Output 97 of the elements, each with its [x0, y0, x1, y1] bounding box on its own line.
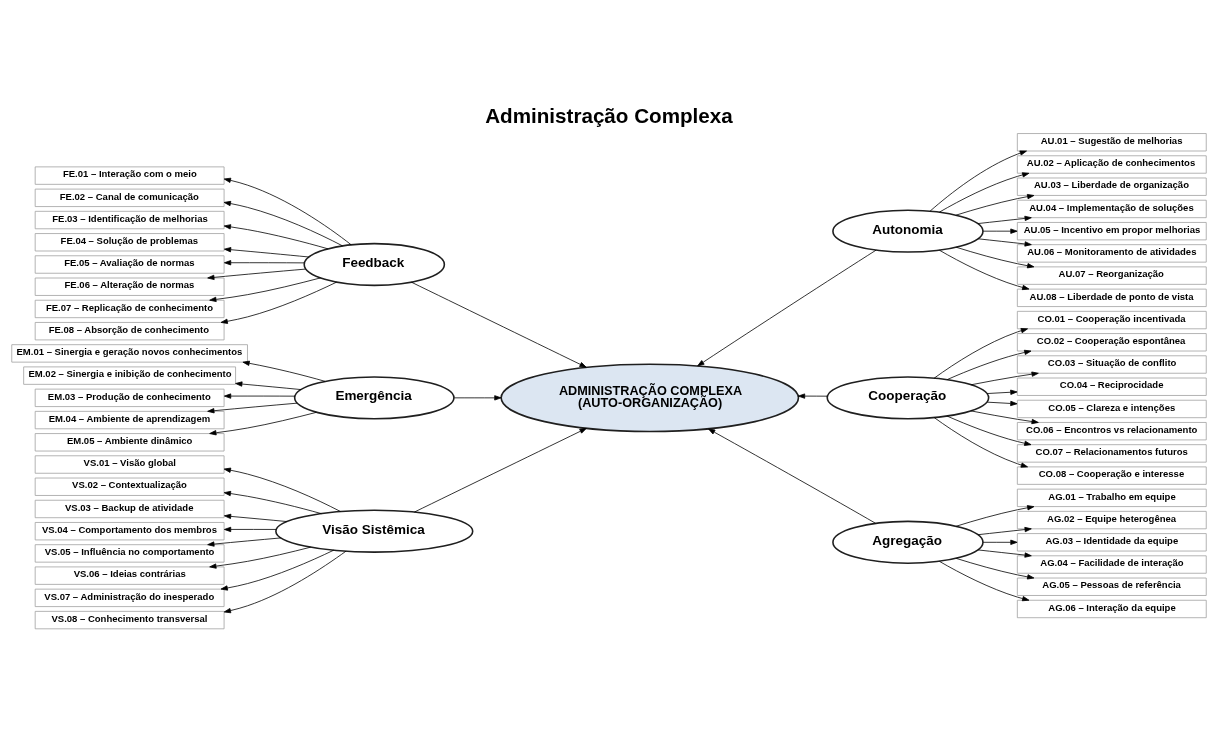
- node-box: FE.02 – Canal de comunicação: [34, 188, 225, 207]
- arrow: [982, 539, 1018, 545]
- arrow: [220, 549, 335, 591]
- arrow: [955, 505, 1035, 527]
- node-box: FE.07 – Replicação de conhecimento: [34, 299, 225, 319]
- node-box: VS.02 – Contextualização: [34, 477, 225, 496]
- node-box: AG.04 – Facilidade de interação: [1016, 555, 1207, 574]
- arrow: [209, 411, 317, 436]
- arrow: [697, 249, 877, 367]
- node-box: AU.08 – Liberdade de ponto de vista: [1016, 288, 1207, 307]
- node-box: FE.03 – Identificação de melhorias: [34, 210, 225, 230]
- arrow: [946, 415, 1032, 446]
- arrow: [223, 177, 352, 246]
- node-box: CO.08 – Cooperação e interesse: [1016, 466, 1207, 485]
- node-box: VS.04 – Comportamento dos membros: [34, 522, 225, 541]
- arrow: [977, 549, 1032, 558]
- arrow: [797, 393, 828, 399]
- arrow: [207, 402, 298, 414]
- node-box: FE.01 – Interação com o meio: [34, 166, 225, 185]
- arrow: [955, 246, 1035, 269]
- node-box: AG.05 – Pessoas de referência: [1016, 577, 1207, 596]
- node-box: AU.05 – Incentivo em propor melhorias: [1016, 222, 1207, 241]
- node-box: CO.04 – Reciprocidade: [1016, 377, 1207, 396]
- arrow: [708, 428, 876, 524]
- node-box: CO.05 – Clareza e intenções: [1016, 399, 1207, 419]
- arrow: [224, 247, 310, 258]
- node-ellipse: Visão Sistêmica: [275, 509, 474, 553]
- node-ellipse: Cooperação: [826, 376, 990, 420]
- arrow: [955, 194, 1035, 216]
- arrow: [413, 428, 587, 513]
- node-box: FE.06 – Alteração de normas: [34, 277, 225, 296]
- node-box: FE.04 – Solução de problemas: [34, 233, 225, 252]
- node-box: EM.02 – Sinergia e inibição de conhecimento: [23, 366, 236, 385]
- arrow: [411, 281, 587, 368]
- arrow: [224, 393, 296, 399]
- arrow: [224, 526, 277, 533]
- arrow: [977, 215, 1032, 224]
- node-box: AG.01 – Trabalho em equipe: [1016, 488, 1207, 507]
- node-box: AU.03 – Liberdade de organização: [1016, 177, 1207, 196]
- node-box: AG.02 – Equipe heterogênea: [1016, 510, 1207, 530]
- node-box: EM.05 – Ambiente dinâmico: [34, 433, 225, 452]
- node-box: AG.03 – Identidade da equipe: [1016, 533, 1207, 552]
- node-box: CO.01 – Cooperação incentivada: [1016, 310, 1207, 330]
- node-box: EM.01 – Sinergia e geração novos conhecimentos: [11, 344, 248, 363]
- node-box: FE.08 – Absorção de conhecimento: [34, 322, 225, 341]
- node-ellipse: Agregação: [832, 520, 984, 564]
- node-box: VS.07 – Administração do inesperado: [34, 588, 225, 607]
- node-box: AG.06 – Interação da equipe: [1016, 599, 1207, 619]
- arrow: [933, 328, 1028, 379]
- arrow: [224, 260, 305, 266]
- arrow: [223, 550, 347, 614]
- arrow: [939, 560, 1030, 602]
- node-box: AU.06 – Monitoramento de atividades: [1016, 244, 1207, 263]
- arrow: [242, 360, 326, 382]
- node-box: VS.06 – Ideias contrárias: [34, 566, 225, 585]
- arrow: [939, 249, 1030, 291]
- node-box: AU.02 – Aplicação de conhecimentos: [1016, 155, 1207, 174]
- arrow: [977, 526, 1032, 536]
- arrow: [982, 228, 1018, 234]
- node-box: AU.07 – Reorganização: [1016, 266, 1207, 285]
- node-box: AU.01 – Sugestão de melhorias: [1016, 133, 1207, 152]
- arrow: [207, 537, 282, 547]
- arrow: [220, 281, 337, 324]
- arrow: [955, 557, 1035, 580]
- arrow: [986, 389, 1018, 395]
- arrow: [224, 513, 288, 522]
- node-box: CO.03 – Situação de conflito: [1016, 355, 1207, 374]
- arrow: [209, 546, 312, 569]
- diagram-title: Administração Complexa: [485, 104, 733, 128]
- node-ellipse: Emergência: [293, 376, 455, 420]
- arrow: [223, 224, 329, 250]
- arrow: [939, 172, 1030, 213]
- arrow: [946, 349, 1032, 380]
- arrow: [209, 277, 321, 302]
- arrow: [933, 417, 1028, 468]
- arrow: [223, 200, 343, 247]
- node-box: VS.03 – Backup de atividade: [34, 499, 225, 519]
- node-box: CO.07 – Relacionamentos futuros: [1016, 444, 1207, 463]
- arrow: [986, 400, 1018, 407]
- node-ellipse: Autonomia: [832, 209, 984, 253]
- node-box: VS.05 – Influência no comportamento: [34, 544, 225, 563]
- arrow: [453, 395, 502, 401]
- arrow: [207, 268, 307, 280]
- arrow: [970, 410, 1039, 425]
- node-box: CO.06 – Encontros vs relacionamento: [1016, 422, 1207, 441]
- node-box: CO.02 – Cooperação espontânea: [1016, 333, 1207, 352]
- arrow: [977, 238, 1032, 247]
- node-box: FE.05 – Avaliação de normas: [34, 255, 225, 274]
- node-box: VS.01 – Visão global: [34, 455, 225, 474]
- node-box: VS.08 – Conhecimento transversal: [34, 610, 225, 630]
- node-ellipse: Feedback: [303, 242, 446, 287]
- arrow: [929, 150, 1027, 212]
- arrow: [223, 490, 322, 515]
- node-box: EM.03 – Produção de conhecimento: [34, 388, 225, 407]
- arrow: [235, 381, 302, 390]
- arrow: [970, 371, 1039, 386]
- arrow: [223, 467, 341, 512]
